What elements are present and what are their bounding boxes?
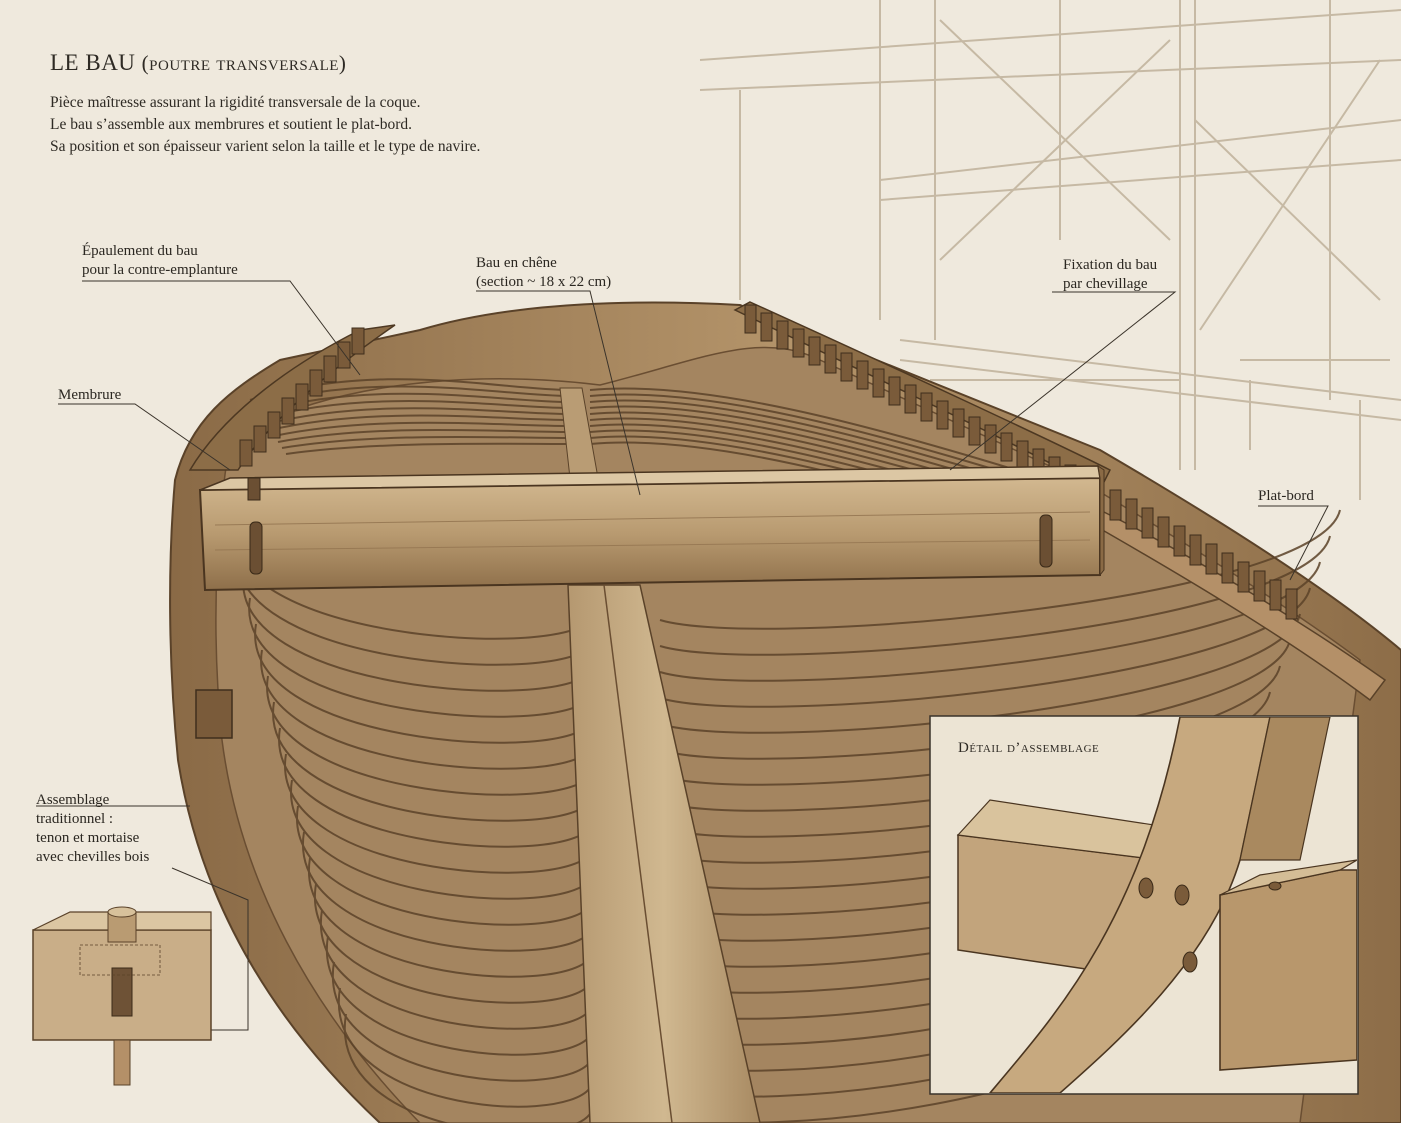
- frame-top: [968, 416, 981, 446]
- label-assemblage-line4: avec chevilles bois: [36, 849, 150, 865]
- description-line: Le bau s’assemble aux membrures et souti…: [50, 116, 412, 133]
- frame-top: [281, 397, 295, 425]
- frame-top: [840, 352, 853, 382]
- label-assemblage-line2: traditionnel :: [36, 811, 114, 827]
- label-fixation-line1: Fixation du bau: [1063, 257, 1158, 273]
- frame-top: [776, 320, 789, 350]
- frame-top: [1221, 552, 1234, 584]
- frame-top: [1269, 579, 1282, 611]
- frame-top: [792, 328, 805, 358]
- frame-top: [1205, 543, 1218, 575]
- description-line: Sa position et son épaisseur varient sel…: [50, 138, 481, 155]
- frame-top: [1253, 570, 1266, 602]
- frame-top: [904, 384, 917, 414]
- frame-top: [872, 368, 885, 398]
- label-epaulement-line2: pour la contre-emplanture: [82, 262, 238, 278]
- title-main: LE BAU: [50, 50, 136, 75]
- frame-top: [295, 383, 309, 411]
- frame-top: [856, 360, 869, 390]
- frame-top: [253, 425, 267, 453]
- frame-top: [984, 424, 997, 454]
- frame-top: [323, 355, 337, 383]
- frame-top: [952, 408, 965, 438]
- frame-top: [808, 336, 821, 366]
- frame-top: [760, 312, 773, 342]
- rib-frame: [242, 561, 1321, 692]
- label-bau: Bau en chêne (section ~ 18 x 22 cm): [476, 254, 611, 292]
- label-bau-line1: Bau en chêne: [476, 255, 557, 271]
- frame-top: [351, 327, 365, 355]
- label-fixation-line2: par chevillage: [1063, 276, 1148, 292]
- frame-top: [1016, 440, 1029, 470]
- frame-top: [1237, 561, 1250, 593]
- frame-top: [1189, 534, 1202, 566]
- frame-top: [936, 400, 949, 430]
- page-title: LE BAU (poutre transversale): [50, 50, 346, 76]
- frame-top: [267, 411, 281, 439]
- frame-top: [309, 369, 323, 397]
- inset-title: Détail d’assemblage: [958, 740, 1100, 756]
- description: Pièce maîtresse assurant la rigidité tra…: [50, 92, 650, 158]
- frame-top: [1285, 588, 1298, 620]
- frame-top: [744, 304, 757, 334]
- leader-lines: [36, 280, 1329, 1031]
- frame-top: [1157, 516, 1170, 548]
- tenon-mortise-detail: [32, 906, 212, 1086]
- description-line: Pièce maîtresse assurant la rigidité tra…: [50, 94, 421, 111]
- frame-top: [239, 439, 253, 467]
- keelson-plank: [567, 584, 761, 1123]
- label-epaulement: Épaulement du bau pour la contre-emplant…: [82, 242, 238, 280]
- label-assemblage-line3: tenon et mortaise: [36, 830, 140, 846]
- left-knee-block: [195, 689, 233, 739]
- frame-top: [1125, 498, 1138, 530]
- label-plat-bord: Plat-bord: [1258, 488, 1314, 504]
- boatshed-background: [699, 0, 1401, 500]
- assembly-detail-inset: [929, 715, 1359, 1095]
- label-membrure: Membrure: [58, 387, 122, 403]
- frame-top: [824, 344, 837, 374]
- label-assemblage-line1: Assemblage: [36, 792, 110, 808]
- label-assemblage: Assemblage traditionnel : tenon et morta…: [36, 791, 149, 867]
- title-sub: (poutre transversale): [141, 51, 347, 75]
- main-beam: [198, 464, 1105, 592]
- label-bau-line2: (section ~ 18 x 22 cm): [476, 274, 612, 290]
- frame-top: [888, 376, 901, 406]
- label-epaulement-line1: Épaulement du bau: [82, 243, 198, 259]
- rib-frame: [254, 613, 1301, 744]
- frame-top: [337, 341, 351, 369]
- frame-top: [1141, 507, 1154, 539]
- frame-top: [1173, 525, 1186, 557]
- frame-top: [920, 392, 933, 422]
- frame-top: [1000, 432, 1013, 462]
- label-fixation: Fixation du bau par chevillage: [1063, 256, 1157, 294]
- frame-top: [1109, 489, 1122, 521]
